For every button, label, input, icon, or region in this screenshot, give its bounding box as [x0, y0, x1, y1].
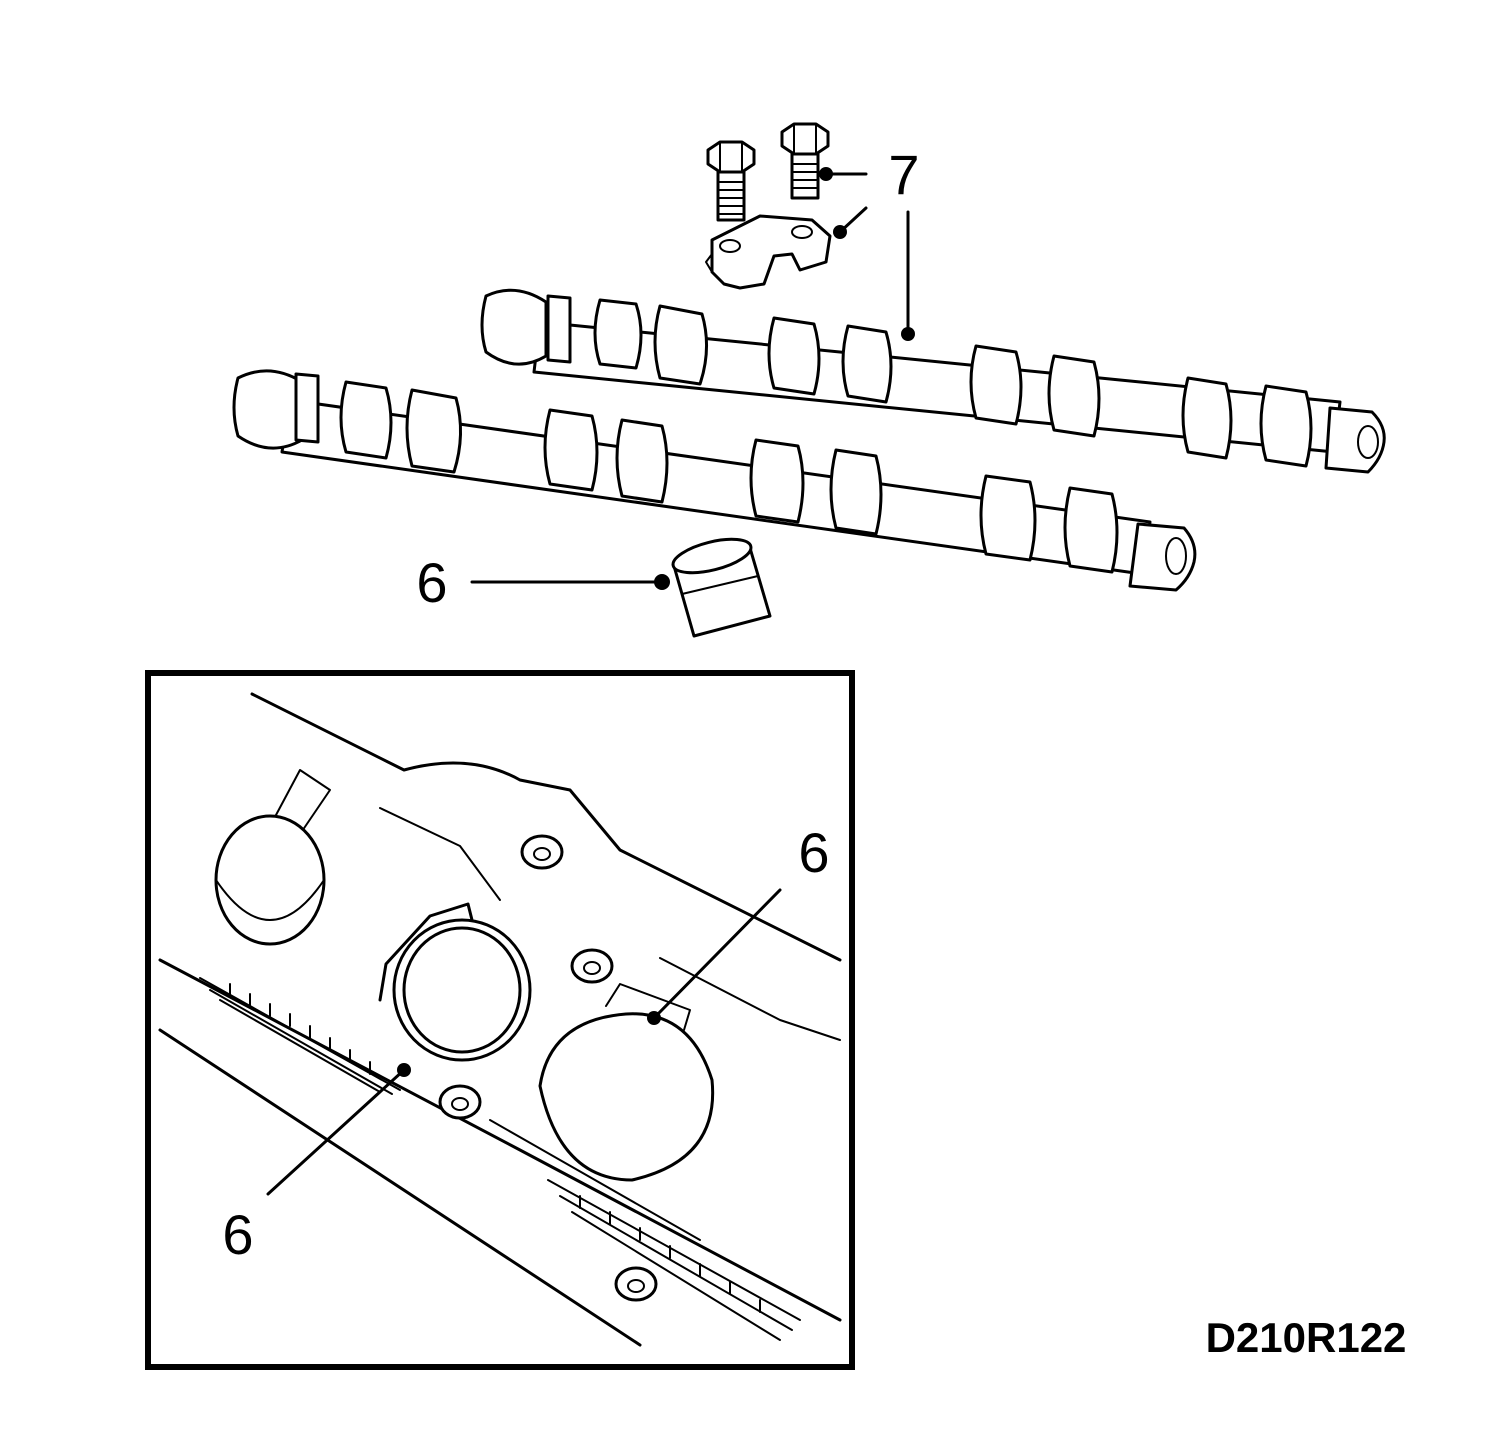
oil-gallery-hatching — [199, 977, 801, 1341]
camshaft-upper — [480, 288, 1386, 474]
bolt-hole — [520, 834, 564, 870]
callout-7-label: 7 — [888, 143, 919, 206]
bolt-hole — [438, 1084, 482, 1120]
hydraulic-lifter — [671, 537, 772, 638]
callout-6-inset-left-label: 6 — [222, 1203, 253, 1266]
bolt-hole — [570, 948, 614, 984]
bolt-right — [780, 122, 830, 200]
lifter-seated — [214, 814, 326, 946]
bolt-hole — [614, 1266, 658, 1302]
bearing-cap — [705, 214, 832, 290]
inset-detail: 6 6 — [145, 670, 855, 1370]
reference-code: D210R122 — [1206, 1314, 1407, 1361]
camshaft-lower — [232, 369, 1197, 592]
callout-6-inset-right-label: 6 — [798, 821, 829, 884]
callout-6-exploded-label: 6 — [416, 551, 447, 614]
callout-6-exploded: 6 — [416, 551, 670, 614]
lifter-bore — [378, 902, 532, 1062]
bolt-left — [706, 140, 756, 222]
callout-7: 7 — [819, 143, 920, 341]
lifter-right — [538, 983, 715, 1182]
